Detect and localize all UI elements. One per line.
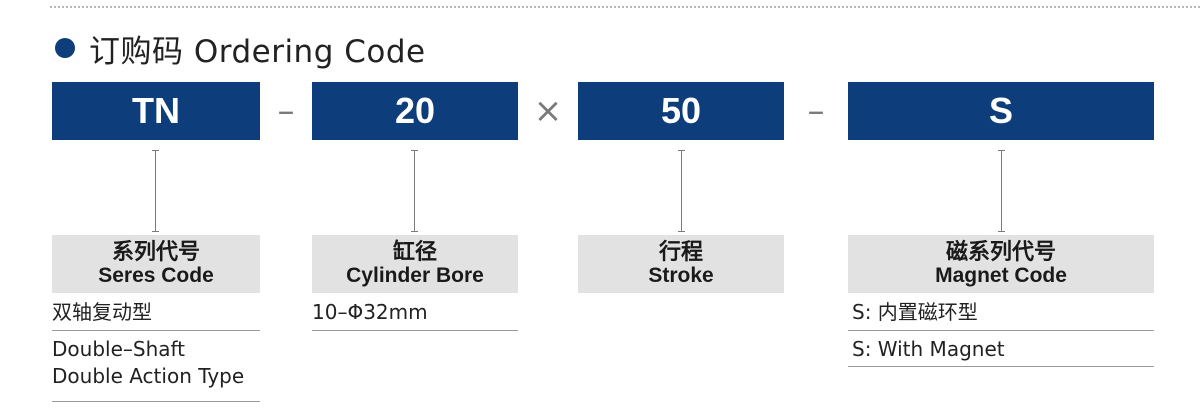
- label-cn: 缸径: [392, 240, 437, 266]
- title-text: 订购码 Ordering Code: [89, 33, 426, 70]
- label-series-code: 系列代号 Seres Code: [52, 235, 260, 293]
- label-stroke: 行程 Stroke: [578, 235, 784, 293]
- label-en: Cylinder Bore: [346, 263, 484, 287]
- code-separator-times: ×: [533, 91, 563, 131]
- connector-stroke: [678, 150, 685, 232]
- label-cn: 系列代号: [111, 240, 200, 266]
- label-cn: 行程: [658, 240, 703, 266]
- connector-bore: [411, 150, 418, 232]
- divider: [52, 401, 260, 402]
- label-magnet-code: 磁系列代号 Magnet Code: [848, 235, 1154, 293]
- label-cylinder-bore: 缸径 Cylinder Bore: [312, 235, 518, 293]
- magnet-description-cn: S: 内置磁环型: [852, 300, 978, 324]
- series-description-en: Double–Shaft Double Action Type: [52, 337, 245, 388]
- series-description-cn: 双轴复动型: [52, 300, 152, 324]
- connector-series: [152, 150, 159, 232]
- code-separator-dash-1: –: [277, 91, 295, 131]
- connector-magnet: [998, 150, 1005, 232]
- divider: [312, 330, 518, 331]
- divider: [848, 330, 1154, 331]
- label-en: Stroke: [648, 263, 714, 287]
- label-en: Magnet Code: [935, 263, 1067, 287]
- divider: [52, 330, 260, 331]
- bullet-dot-icon: [55, 38, 75, 58]
- code-segment-series: TN: [52, 82, 260, 140]
- label-cn: 磁系列代号: [945, 240, 1056, 266]
- top-dotted-rule: [50, 6, 1200, 8]
- code-segment-bore: 20: [312, 82, 518, 140]
- code-segment-stroke: 50: [578, 82, 784, 140]
- bore-description: 10–Φ32mm: [312, 300, 428, 324]
- code-separator-dash-2: –: [807, 91, 825, 131]
- section-title: 订购码 Ordering Code: [55, 28, 426, 70]
- magnet-description-en: S: With Magnet: [852, 337, 1005, 361]
- code-segment-magnet: S: [848, 82, 1154, 140]
- divider: [848, 366, 1154, 367]
- label-en: Seres Code: [98, 263, 214, 287]
